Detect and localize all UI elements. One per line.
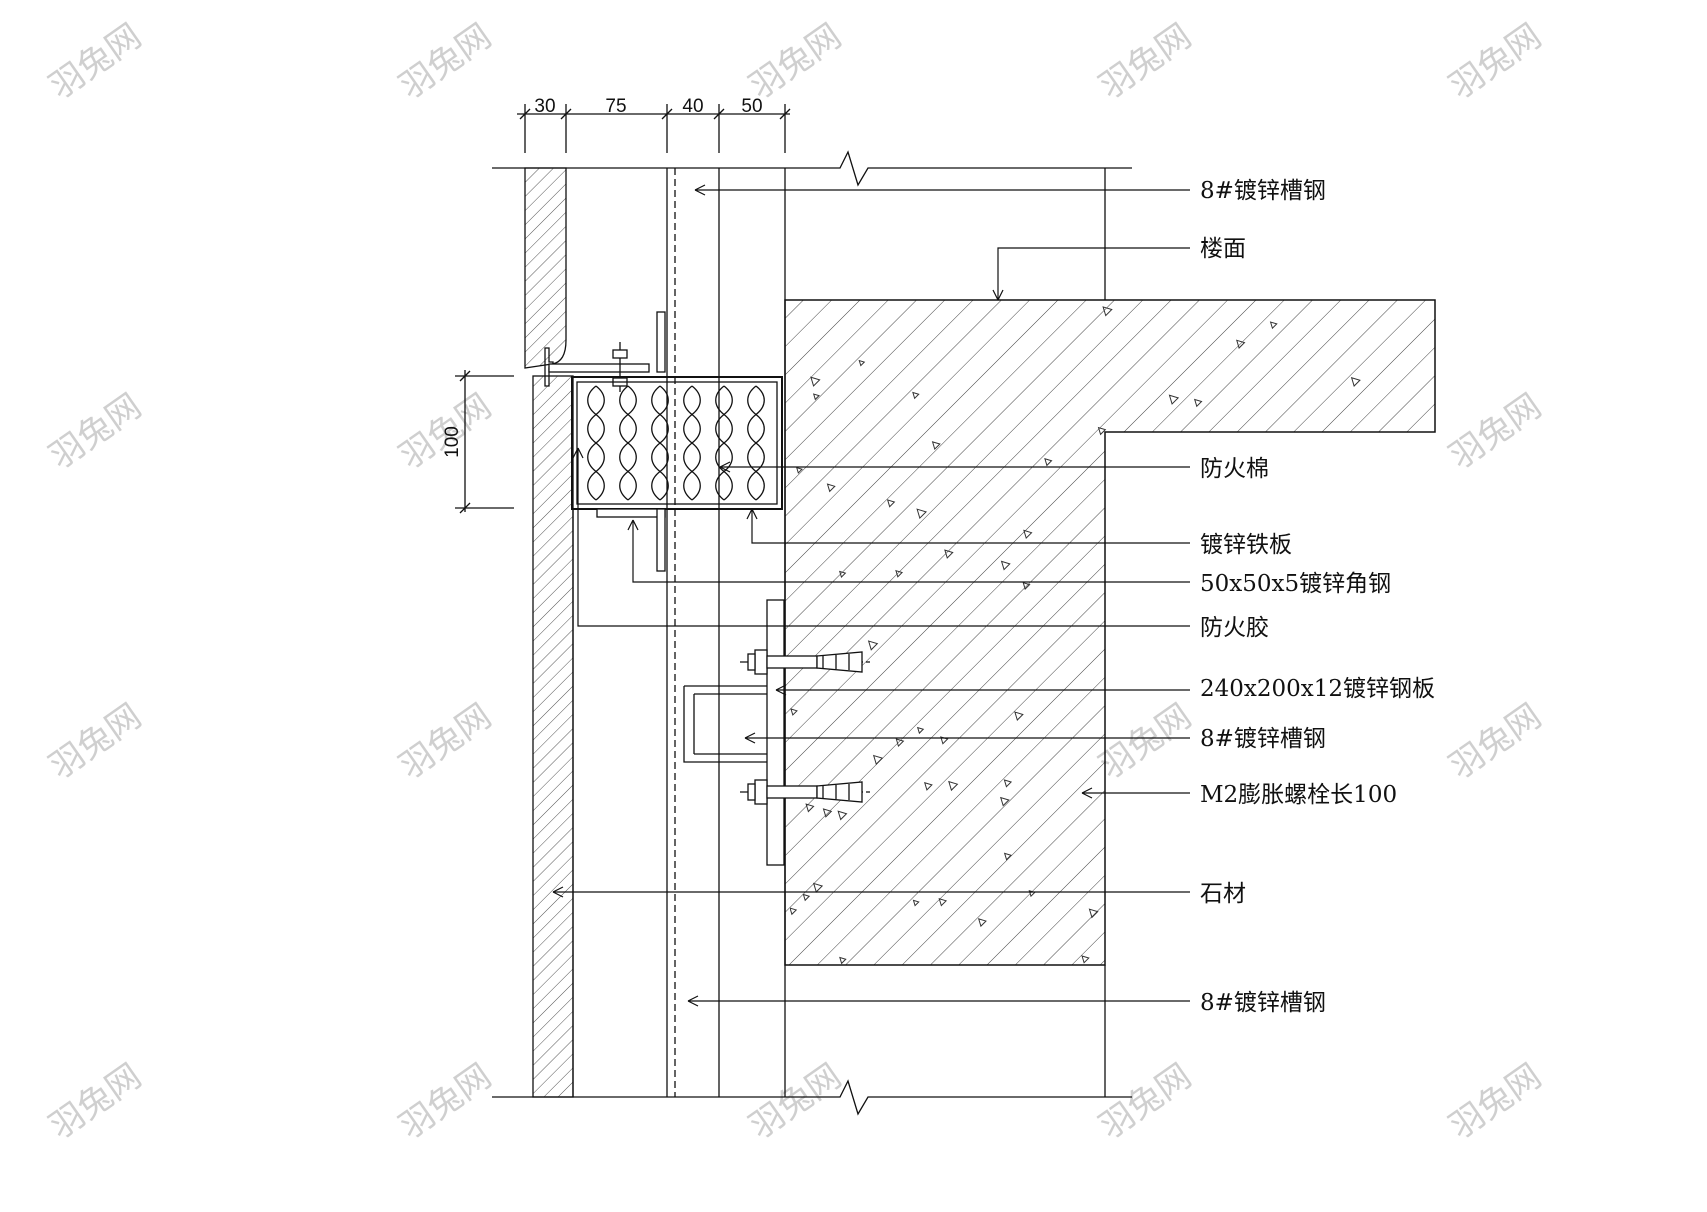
watermark-text: 羽兔网	[42, 386, 148, 477]
label-floor: 楼面	[1200, 236, 1246, 262]
label-channel-bottom: 8#镀锌槽钢	[1200, 990, 1326, 1016]
watermark-text: 羽兔网	[1442, 16, 1548, 107]
watermark-text: 羽兔网	[42, 696, 148, 787]
label-anchor-bolt: M2膨胀螺栓长100	[1200, 782, 1397, 808]
embed-plate-assembly	[683, 599, 870, 866]
label-steel-plate: 240x200x12镀锌钢板	[1200, 676, 1435, 702]
watermark-text: 羽兔网	[1092, 1056, 1198, 1147]
label-channel-top: 8#镀锌槽钢	[1200, 178, 1326, 204]
watermark-text: 羽兔网	[742, 1056, 848, 1147]
watermark-text: 羽兔网	[42, 16, 148, 107]
watermark-text: 羽兔网	[392, 1056, 498, 1147]
concrete-structure	[784, 299, 1436, 966]
stone-panel	[524, 167, 574, 1098]
label-fire-wool: 防火棉	[1200, 456, 1269, 482]
watermark-text: 羽兔网	[1092, 696, 1198, 787]
dim-40: 40	[682, 96, 703, 117]
watermark-text: 羽兔网	[1442, 1056, 1548, 1147]
watermark-text: 羽兔网	[742, 16, 848, 107]
label-angle-steel: 50x50x5镀锌角钢	[1200, 571, 1391, 597]
fire-wool-box	[571, 376, 783, 510]
leader-lines	[552, 184, 1190, 1007]
label-fire-sealant: 防火胶	[1200, 615, 1269, 641]
label-channel-mid: 8#镀锌槽钢	[1200, 726, 1326, 752]
label-galv-sheet: 镀锌铁板	[1200, 532, 1292, 558]
dim-50: 50	[741, 96, 762, 117]
angle-steel-bottom	[596, 508, 666, 572]
dim-30: 30	[534, 96, 555, 117]
top-dimension-chain	[517, 104, 791, 153]
watermark-text: 羽兔网	[1442, 386, 1548, 477]
watermark-text: 羽兔网	[392, 16, 498, 107]
watermark-text: 羽兔网	[1092, 16, 1198, 107]
label-stone: 石材	[1200, 881, 1246, 907]
dim-100: 100	[442, 426, 463, 458]
watermark-text: 羽兔网	[1442, 696, 1548, 787]
break-lines	[492, 150, 1132, 1116]
dim-75: 75	[605, 96, 626, 117]
watermark-text: 羽兔网	[392, 696, 498, 787]
left-dimension	[455, 370, 514, 514]
watermark-text: 羽兔网	[42, 1056, 148, 1147]
